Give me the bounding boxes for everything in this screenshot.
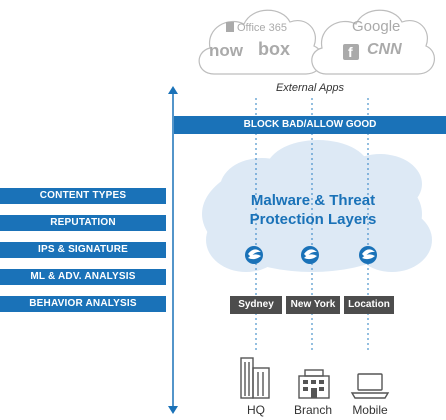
layer-ips-signature: IPS & SIGNATURE [0,242,166,258]
location-new-york: New York [286,296,340,314]
site-branch-label: Branch [293,403,333,417]
facebook-logo: f [343,44,359,60]
site-hq-label: HQ [247,403,265,417]
facebook-letter: f [348,44,353,60]
google-logo: Google [352,18,401,35]
threat-shield-icon-3 [359,246,377,264]
cnn-logo: CNN [367,41,402,58]
layer-behavior-analysis: BEHAVIOR ANALYSIS [0,296,166,312]
office-icon [226,22,234,32]
hq-building-icon [240,357,270,399]
vertical-arrow [168,86,178,414]
now-logo: now [209,41,243,60]
block-bad-allow-good-bar: BLOCK BAD/ALLOW GOOD [174,116,446,134]
layer-ml-adv-analysis: ML & ADV. ANALYSIS [0,269,166,285]
box-logo: box [258,39,291,59]
layer-content-types: CONTENT TYPES [0,188,166,204]
external-apps-caption: External Apps [275,82,345,94]
branch-building-icon [298,369,330,399]
site-mobile-label: Mobile [352,403,388,417]
cloud-title: Malware & Threat Protection Layers [228,191,398,229]
location-generic: Location [344,296,394,314]
location-sydney: Sydney [230,296,282,314]
external-cloud-right [311,9,435,75]
layer-reputation: REPUTATION [0,215,166,231]
threat-shield-icon-1 [245,246,263,264]
cloud-title-line-2: Protection Layers [249,211,377,228]
mobile-laptop-icon [350,373,390,399]
threat-shield-icon-2 [301,246,319,264]
office365-label: Office 365 [237,22,287,34]
office365-logo: Office 365 [226,22,287,34]
cloud-title-line-1: Malware & Threat [250,192,376,209]
